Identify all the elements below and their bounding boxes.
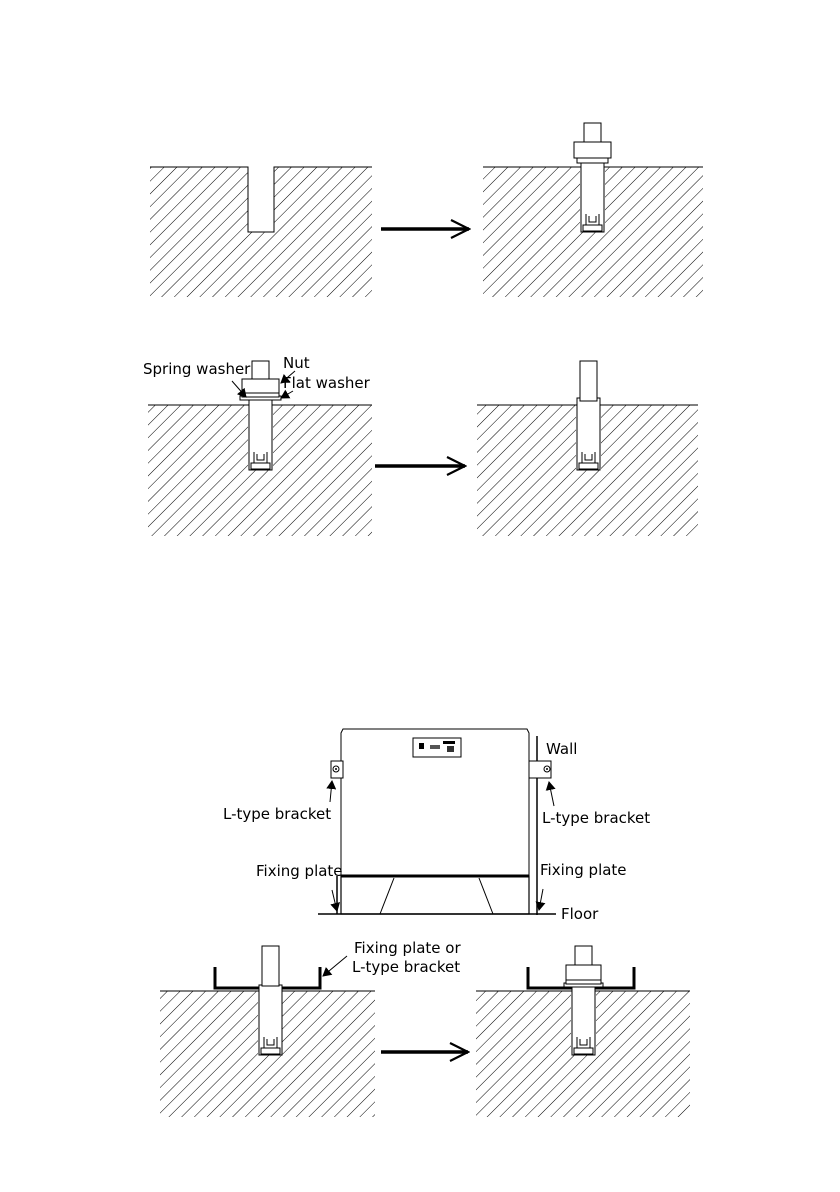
l-bracket-left-label: L-type bracket <box>223 805 331 823</box>
fixing-plate-or-label-line1: Fixing plate or <box>354 939 461 957</box>
anchor-bolt-icon <box>259 946 282 1055</box>
l-bracket-right-label: L-type bracket <box>542 809 650 827</box>
step3-plate-over-anchor: Fixing plate or L-type bracket <box>160 939 461 1117</box>
step2-anchor-bare <box>477 361 698 536</box>
fixing-plate-left-label: Fixing plate <box>256 862 343 880</box>
l-bracket-right <box>529 761 551 778</box>
step1-anchor-inserted <box>483 123 703 297</box>
cabinet-installation: Wall L-type bracket L-type bracket <box>223 729 650 923</box>
anchor-bolt-icon <box>577 361 600 470</box>
wall-label: Wall <box>546 740 577 758</box>
l-bracket-left <box>331 761 343 778</box>
spring-washer-label: Spring washer <box>143 360 251 378</box>
fixing-plate-right-label: Fixing plate <box>540 861 627 879</box>
step1-drilled-hole <box>150 167 372 297</box>
nut-label: Nut <box>283 354 310 372</box>
floor-label: Floor <box>561 905 599 923</box>
fixing-plate-or-label-line2: L-type bracket <box>352 958 460 976</box>
step3-plate-fastened <box>476 946 690 1117</box>
step2-anchor-with-washers: Spring washer Nut Flat washer <box>143 354 372 536</box>
cabinet-icon <box>341 729 529 914</box>
flat-washer-label: Flat washer <box>283 374 371 392</box>
